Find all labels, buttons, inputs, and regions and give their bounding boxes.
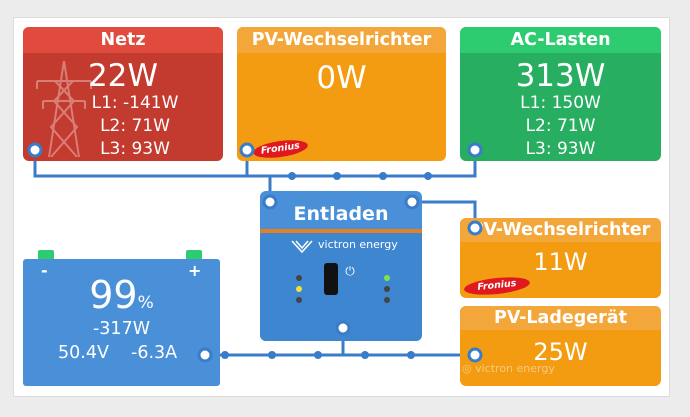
grid-l2: L2: 71W — [100, 116, 170, 136]
grid-tile[interactable]: Netz 22W L1: -141W L2: 71W L3: 93W — [23, 27, 223, 161]
inverter-orange-stripe — [260, 229, 422, 233]
battery-power: -317W — [92, 319, 151, 339]
pv-charger-power: 25W — [533, 338, 588, 366]
grid-l1: L1: -141W — [91, 93, 179, 113]
battery-plus-label: + — [188, 261, 202, 280]
battery-soc-value: 99 — [89, 273, 138, 317]
victron-logo-faded: ◎ victron energy — [462, 362, 602, 375]
pv-inverter-top-tile[interactable]: PV-Wechselrichter 0W Fronius — [237, 27, 446, 161]
ac-loads-l1: L1: 150W — [520, 93, 601, 113]
battery-current: -6.3A — [131, 343, 178, 363]
pv-inverter-right-power: 11W — [533, 248, 588, 276]
ac-loads-l3: L3: 93W — [525, 139, 596, 159]
inverter-brand: victron energy — [318, 238, 398, 251]
pv-inverter-top-title: PV-Wechselrichter — [237, 27, 446, 53]
pv-charger-tile[interactable]: PV-Ladegerät 25W ◎ victron energy — [460, 306, 661, 386]
victron-logo-faded-icon: ◎ — [462, 362, 476, 375]
grid-l3: L3: 93W — [100, 139, 170, 159]
ac-loads-title: AC-Lasten — [460, 27, 661, 53]
led-left-top — [296, 275, 302, 281]
led-left-mid — [296, 286, 302, 292]
pv-inverter-right-title: PV-Wechselrichter — [460, 218, 661, 242]
battery-soc-unit: % — [137, 293, 154, 313]
pv-charger-brand: victron energy — [475, 362, 555, 375]
pv-inverter-top-power: 0W — [316, 60, 367, 96]
grid-title: Netz — [23, 27, 223, 53]
grid-power: 22W — [87, 58, 159, 94]
ac-loads-l2: L2: 71W — [525, 116, 596, 136]
battery-minus-label: - — [41, 261, 48, 280]
power-button-icon: ⏻ — [345, 264, 355, 278]
ac-loads-tile[interactable]: AC-Lasten 313W L1: 150W L2: 71W L3: 93W — [460, 27, 661, 161]
inverter-tile[interactable]: Entladen victron energy ⏻ — [260, 191, 422, 341]
pv-charger-title: PV-Ladegerät — [460, 306, 661, 330]
inverter-display — [324, 263, 338, 295]
battery-voltage: 50.4V — [58, 343, 109, 363]
battery-terminal-minus — [38, 250, 54, 259]
led-left-bot — [296, 297, 302, 303]
led-right-mid — [384, 286, 390, 292]
battery-tile[interactable]: - + 99% -317W 50.4V -6.3A — [23, 259, 220, 386]
led-right-bot — [384, 297, 390, 303]
pv-inverter-right-tile[interactable]: PV-Wechselrichter 11W Fronius — [460, 218, 661, 298]
ac-loads-power: 313W — [515, 58, 606, 94]
led-right-top — [384, 275, 390, 281]
battery-soc: 99% — [23, 273, 220, 317]
battery-terminal-plus — [186, 250, 202, 259]
victron-logo-icon — [291, 240, 313, 254]
power-pylon-icon — [36, 60, 92, 157]
inverter-title: Entladen — [293, 203, 389, 225]
